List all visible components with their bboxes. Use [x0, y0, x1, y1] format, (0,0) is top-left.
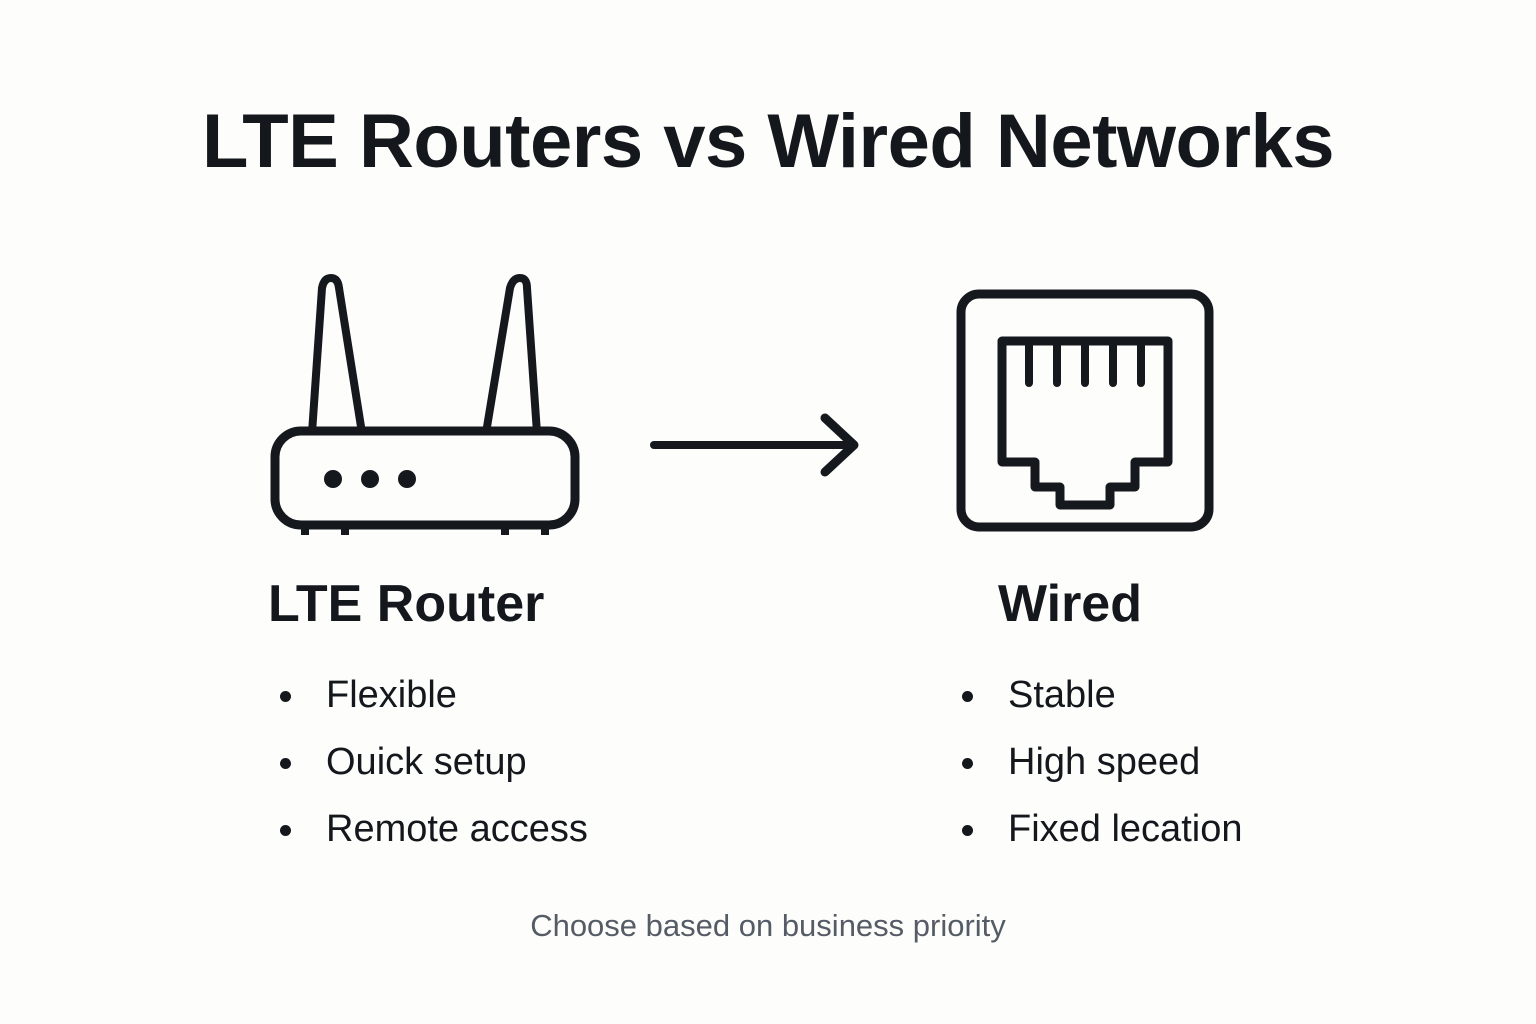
bullet-dot-icon — [280, 691, 291, 702]
wired-heading: Wired — [998, 575, 1142, 633]
list-item-label: High speed — [1008, 741, 1201, 783]
list-item: Stable — [950, 676, 1510, 714]
footer-caption: Choose based on business priority — [530, 908, 1006, 943]
list-item-label: Flexible — [326, 674, 457, 716]
lte-router-bullet-list: Flexible Ouick setup Remote access — [268, 676, 868, 848]
bullet-dot-icon — [962, 758, 973, 769]
list-item-label: Stable — [1008, 674, 1116, 716]
lte-router-icon — [265, 265, 585, 546]
list-item-label: Remote access — [326, 808, 588, 850]
bullet-dot-icon — [962, 691, 973, 702]
wired-column: Wired Stable High speed Fixed lecation — [950, 578, 1510, 877]
bullet-dot-icon — [280, 825, 291, 836]
wired-bullet-list: Stable High speed Fixed lecation — [950, 676, 1510, 848]
lte-router-column: LTE Router Flexible Ouick setup Remote a… — [268, 578, 868, 877]
list-item: Fixed lecation — [950, 810, 1510, 848]
ethernet-port-icon — [950, 283, 1220, 543]
list-item-label: Ouick setup — [326, 741, 527, 783]
icon-row — [0, 265, 1536, 555]
list-item: Ouick setup — [268, 743, 868, 781]
list-item: Flexible — [268, 676, 868, 714]
bullet-dot-icon — [280, 758, 291, 769]
list-item: Remote access — [268, 810, 868, 848]
bullet-dot-icon — [962, 825, 973, 836]
lte-router-heading: LTE Router — [268, 575, 545, 633]
page-title: LTE Routers vs Wired Networks — [201, 99, 1335, 184]
right-arrow-icon — [640, 410, 875, 485]
list-item-label: Fixed lecation — [1008, 808, 1243, 850]
list-item: High speed — [950, 743, 1510, 781]
